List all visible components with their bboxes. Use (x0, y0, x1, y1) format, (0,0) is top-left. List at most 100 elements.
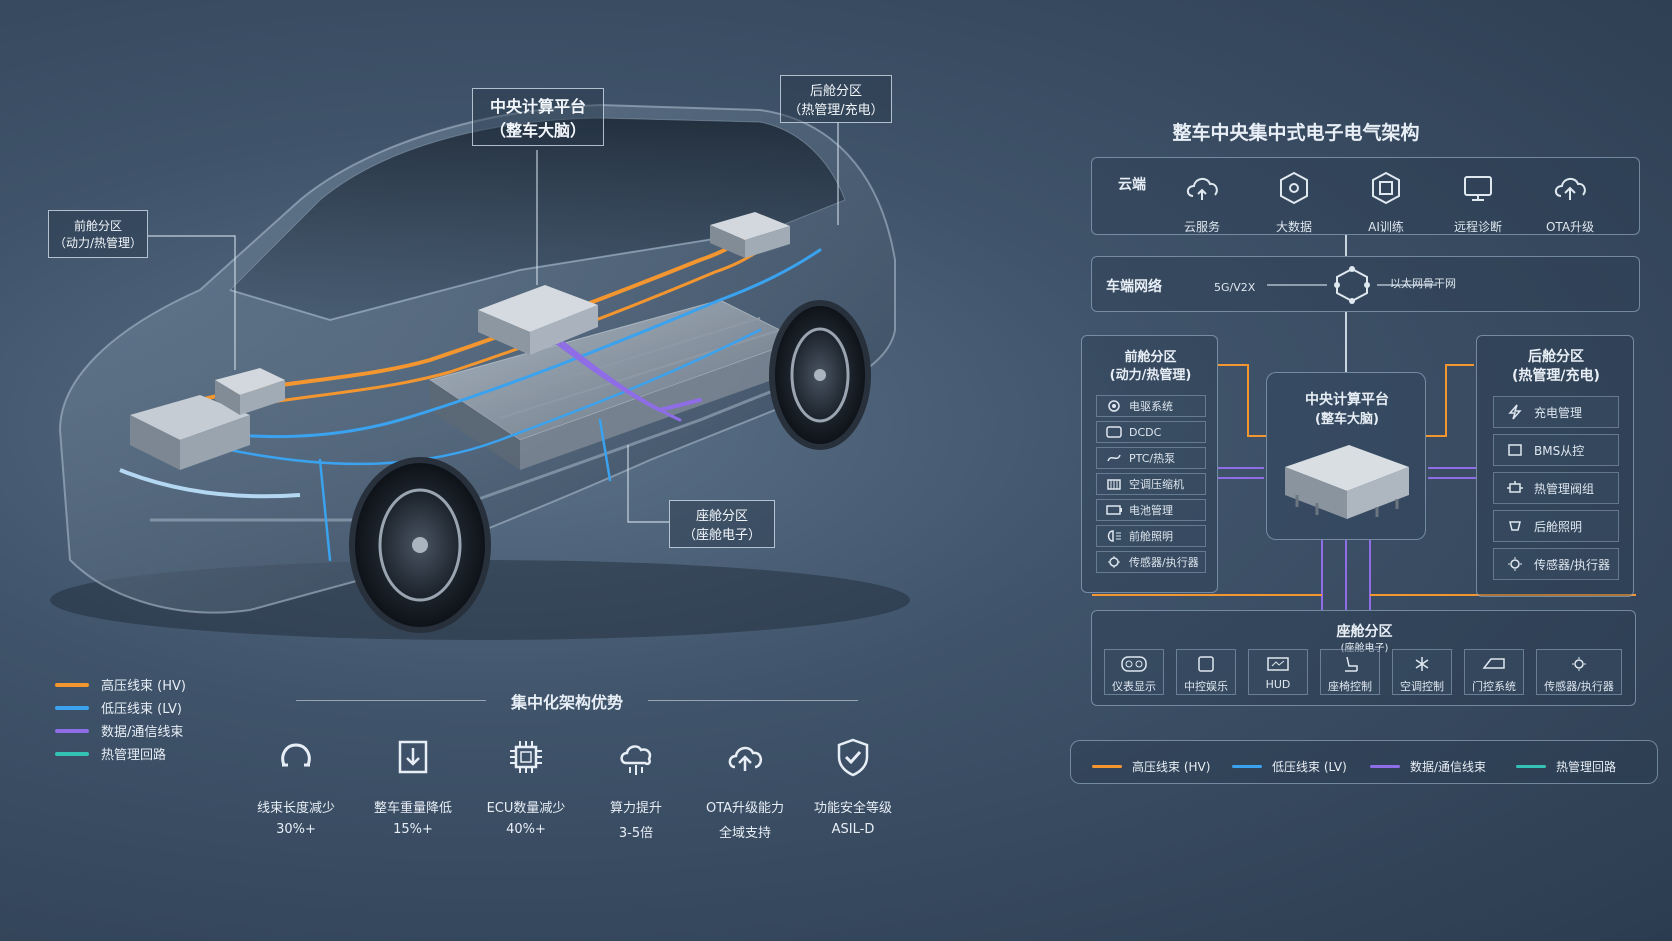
legend-item-hv: 高压线束 (HV) (55, 675, 186, 694)
central-subtitle: (整车大脑) (1315, 412, 1379, 427)
cabin-item: 座椅控制 (1320, 649, 1380, 695)
advantage-ecu-count: ECU数量减少 40%+ (471, 735, 581, 837)
central-compute-unit (478, 285, 598, 355)
legend-item-lv: 低压线束 (LV) (55, 698, 182, 717)
callout-central-title: 中央计算平台 (489, 97, 586, 116)
legend-label: 热管理回路 (1556, 760, 1617, 774)
rear-zone-item-label: 热管理阀组 (1534, 481, 1595, 496)
advantages-title: 集中化架构优势 (510, 693, 623, 712)
network-5g-label: 5G/V2X (1214, 281, 1256, 294)
callout-rear-title: 后舱分区 (809, 84, 862, 99)
advantages-divider-right (648, 700, 858, 701)
advantage-title: ECU数量减少 (486, 801, 566, 816)
gear-icon (1108, 400, 1120, 412)
diagram-title: 整车中央集中式电子电气架构 (1172, 122, 1420, 144)
cabin-item: 中控娱乐 (1176, 649, 1236, 695)
callout-front-zone: 前舱分区 （动力/热管理） (48, 210, 148, 258)
advantage-value: 3-5倍 (618, 826, 654, 841)
valve-icon (1507, 481, 1523, 493)
front-zone-item: 电池管理 (1096, 499, 1206, 521)
cabin-item-label: 仪表显示 (1112, 680, 1156, 693)
big-data-icon (1280, 171, 1308, 205)
legend-swatch (55, 751, 89, 756)
cabin-zone-title: 座舱分区 (1336, 624, 1393, 640)
seat-icon (1345, 656, 1358, 672)
legend-swatch (55, 705, 89, 710)
cabin-item-label: 中控娱乐 (1184, 680, 1228, 693)
advantage-title: 整车重量降低 (373, 801, 452, 816)
rear-zone-item-label: BMS从控 (1534, 443, 1585, 458)
cloud-item-ai-training: AI训练 (1346, 168, 1426, 235)
front-wheel (349, 457, 491, 633)
rear-light-icon (1509, 521, 1521, 531)
lightning-icon (1508, 404, 1522, 420)
legend-swatch (55, 728, 89, 733)
cloud-label: 云端 (1118, 177, 1146, 193)
advantage-value: ASIL-D (831, 822, 875, 837)
network-label: 车端网络 (1106, 279, 1162, 295)
legend-label: 低压线束 (LV) (101, 702, 182, 717)
front-zone-item-label: DCDC (1129, 425, 1162, 439)
front-zone-item-label: 前舱照明 (1129, 530, 1173, 543)
rear-zone-item: 传感器/执行器 (1493, 548, 1619, 580)
battery-pack (428, 299, 802, 470)
central-compute-panel: 中央计算平台 (整车大脑) (1266, 372, 1426, 540)
cabin-item: HUD (1248, 649, 1308, 695)
legend-label: 热管理回路 (101, 748, 167, 763)
advantage-weight: 整车重量降低 15%+ (358, 735, 468, 837)
front-zone-item: PTC/热泵 (1096, 447, 1206, 469)
callout-rear-subtitle: （热管理/充电） (788, 103, 884, 118)
front-zone-item: 传感器/执行器 (1096, 551, 1206, 573)
cloud-item-cloud-service: 云服务 (1162, 168, 1242, 235)
legend-swatch (1516, 765, 1546, 768)
advantage-title: 算力提升 (609, 801, 662, 816)
diagram-legend-hv: 高压线束 (HV) (1092, 758, 1210, 775)
legend-swatch (1370, 765, 1400, 768)
remote-diagnosis-icon (1464, 176, 1492, 201)
callout-rear-zone: 后舱分区 （热管理/充电） (780, 75, 892, 123)
network-ethernet-label: 以太网骨干网 (1390, 277, 1456, 290)
advantage-compute: 算力提升 3-5倍 (581, 735, 691, 841)
advantage-wire-length: 线束长度减少 30%+ (241, 735, 351, 837)
hud-icon (1267, 657, 1289, 671)
headlight-icon (1107, 530, 1121, 542)
front-zone-item-label: 空调压缩机 (1129, 478, 1184, 491)
front-zone-item-label: 电池管理 (1129, 504, 1173, 517)
rear-zone-item: 充电管理 (1493, 396, 1619, 428)
ai-chip-icon (1372, 171, 1400, 205)
diagram-legend-thermal: 热管理回路 (1516, 758, 1616, 775)
cabin-item-label: 门控系统 (1472, 680, 1516, 693)
rear-wheel (769, 300, 871, 450)
rear-zone-item-label: 充电管理 (1534, 405, 1583, 420)
legend-label: 高压线束 (HV) (101, 679, 186, 694)
network-hub-icon (1267, 266, 1437, 304)
rear-zone-item-label: 传感器/执行器 (1534, 557, 1611, 572)
front-zone-item: 前舱照明 (1096, 525, 1206, 547)
rear-zone-title: 后舱分区 (1528, 349, 1584, 365)
rear-zone-item-label: 后舱照明 (1534, 519, 1583, 534)
compute-box-icon (1285, 445, 1409, 519)
rear-zone-panel: 后舱分区 (热管理/充电) 充电管理 BMS从控 热管理阀组 后舱照明 传感器/… (1476, 335, 1634, 597)
cabin-zone-subtitle: (座舱电子) (1340, 643, 1389, 654)
chip-icon (510, 741, 542, 773)
sensor-icon (1108, 556, 1120, 568)
front-zone-subtitle: (动力/热管理) (1109, 368, 1192, 383)
cloud-upload-icon (728, 746, 762, 771)
central-title: 中央计算平台 (1305, 392, 1389, 408)
cabin-item-label: 传感器/执行器 (1544, 680, 1614, 693)
advantage-value: 15%+ (393, 822, 433, 837)
advantage-title: 线束长度减少 (256, 801, 335, 816)
front-zone-title: 前舱分区 (1124, 350, 1177, 365)
cabin-item: 仪表显示 (1104, 649, 1164, 695)
callout-front-subtitle: （动力/热管理） (53, 236, 143, 250)
diagram-legend-panel (1070, 740, 1658, 784)
legend-swatch (1092, 765, 1122, 768)
snowflake-icon (1415, 657, 1429, 671)
cabin-zone-panel: 座舱分区 (座舱电子) 仪表显示 中控娱乐 HUD 座椅控制 空调控制 门控系统… (1091, 610, 1636, 706)
cabin-item: 空调控制 (1392, 649, 1452, 695)
legend-item-thermal: 热管理回路 (55, 744, 166, 763)
front-zone-panel: 前舱分区 (动力/热管理) 电驱系统 DCDC PTC/热泵 空调压缩机 电池管… (1081, 335, 1218, 593)
advantage-value: 30%+ (276, 822, 316, 837)
cloud-panel: 云端 云服务 大数据 AI训练 远程诊断 OTA升级 (1091, 157, 1640, 235)
front-zone-item-label: PTC/热泵 (1129, 452, 1176, 465)
